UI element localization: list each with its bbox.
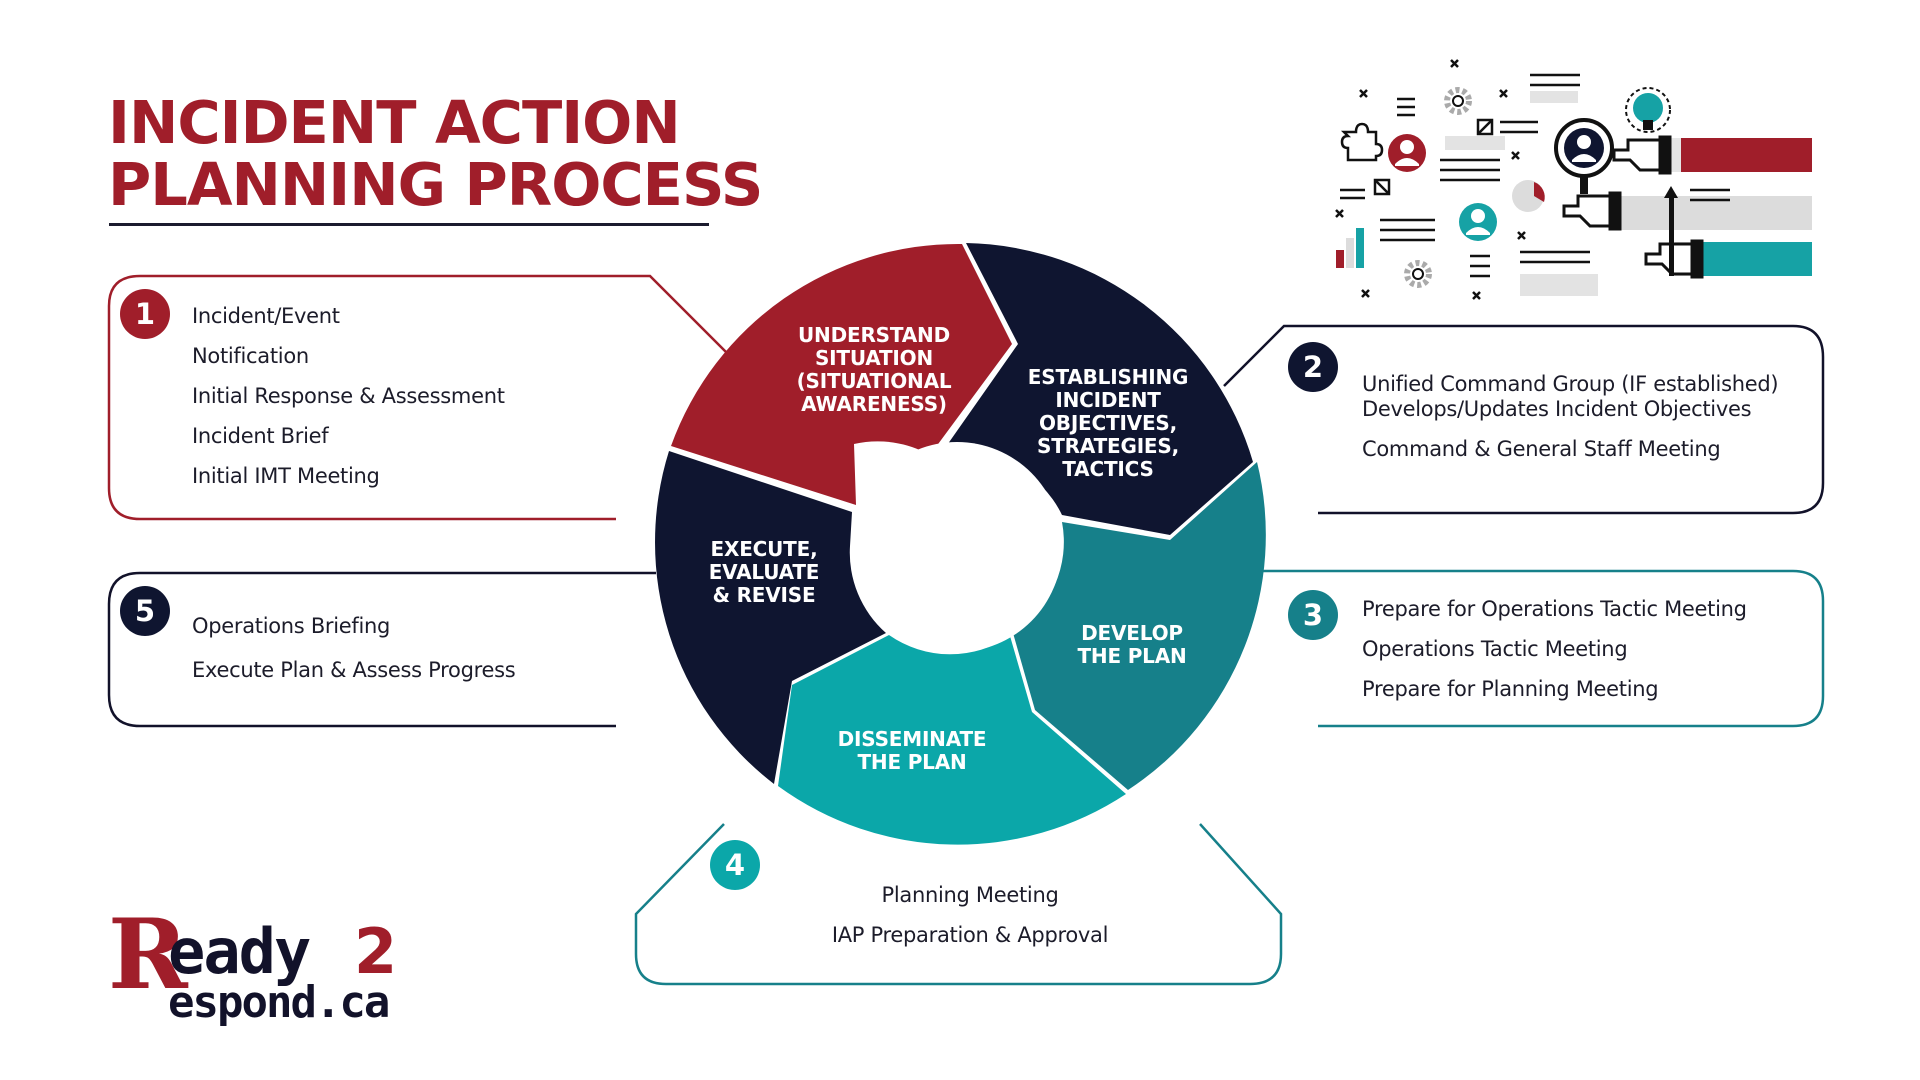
logo-number-2: 2 <box>354 915 398 988</box>
planning-illustration <box>1335 59 1812 300</box>
box-icon <box>1373 118 1494 196</box>
gray-block <box>1445 91 1598 296</box>
wheel-label-execute: EXECUTE, EVALUATE & REVISE <box>644 538 884 607</box>
title-line-1: INCIDENT ACTION <box>108 88 681 157</box>
wheel-label-objectives: ESTABLISHING INCIDENT OBJECTIVES, STRATE… <box>988 366 1228 481</box>
step-4-panel: Planning Meeting IAP Preparation & Appro… <box>770 883 1170 948</box>
wheel-label-line: STRATEGIES, <box>1037 434 1179 458</box>
title-line-2: PLANNING PROCESS <box>108 150 763 219</box>
user-icon <box>1459 203 1497 241</box>
step-1-item: Incident Brief <box>192 424 329 448</box>
step-2-badge: 2 <box>1288 342 1338 392</box>
step-3-badge: 3 <box>1288 590 1338 640</box>
step-2-item: Develops/Updates Incident Objectives <box>1362 397 1752 421</box>
panel-2-outline <box>1223 324 1825 515</box>
ready2respond-logo: R eady 2 espond.ca <box>108 907 418 1028</box>
wheel-label-line: OBJECTIVES, <box>1038 411 1178 435</box>
pie-chart-icon <box>1512 180 1545 212</box>
pencil-icon <box>1664 186 1678 276</box>
wheel-label-line: EVALUATE <box>708 560 820 584</box>
teal-bar <box>1690 242 1812 276</box>
wheel-label-disseminate: DISSEMINATE THE PLAN <box>792 728 1032 774</box>
logo-word-respond: espond.ca <box>168 977 390 1028</box>
step-1-item: Incident/Event <box>192 304 340 328</box>
page-title: INCIDENT ACTION PLANNING PROCESS <box>108 88 763 219</box>
step-1-item: Initial IMT Meeting <box>192 464 380 488</box>
cross-icon <box>1335 59 1526 300</box>
wheel-center <box>852 442 1062 652</box>
panel-4-outline <box>634 823 1283 986</box>
step-4-item: Planning Meeting <box>881 883 1059 907</box>
wheel-segment-execute <box>655 451 886 784</box>
wheel-label-line: DEVELOP <box>1081 621 1183 645</box>
red-bar <box>1680 138 1812 172</box>
lightbulb-icon <box>1625 87 1671 133</box>
gear-icon <box>1444 87 1472 115</box>
wheel-label-line: UNDERSTAND <box>798 323 950 347</box>
step-3-item: Prepare for Planning Meeting <box>1362 677 1659 701</box>
user-icon <box>1388 134 1426 172</box>
step-5-item: Operations Briefing <box>192 614 391 638</box>
step-3-panel: Prepare for Operations Tactic Meeting Op… <box>1362 597 1747 702</box>
step-1-panel: Incident/Event Notification Initial Resp… <box>192 304 505 489</box>
wheel-label-line: (SITUATIONAL <box>796 369 952 393</box>
wheel-label-line: TACTICS <box>1062 457 1154 481</box>
gear-icon <box>1404 260 1432 288</box>
wheel-label-line: EXECUTE, <box>710 537 818 561</box>
wheel-segment-develop <box>1013 462 1266 790</box>
title-underline <box>109 223 709 226</box>
list-icon <box>1340 73 1730 278</box>
wheel-label-develop: DEVELOP THE PLAN <box>1012 622 1252 668</box>
wheel-label-line: ESTABLISHING <box>1027 365 1189 389</box>
wheel-label-line: INCIDENT <box>1055 388 1161 412</box>
step-5-item: Execute Plan & Assess Progress <box>192 658 516 682</box>
step-2-item: Command & General Staff Meeting <box>1362 437 1721 461</box>
panel-3-outline <box>1262 569 1825 728</box>
wheel-label-line: THE PLAN <box>1077 644 1187 668</box>
step-3-item: Prepare for Operations Tactic Meeting <box>1362 597 1747 621</box>
panel-1-outline <box>107 274 731 521</box>
step-5-panel: Operations Briefing Execute Plan & Asses… <box>192 614 516 683</box>
wheel-label-understand: UNDERSTAND SITUATION (SITUATIONAL AWAREN… <box>754 324 994 416</box>
step-1-item: Initial Response & Assessment <box>192 384 505 408</box>
gray-bar <box>1620 196 1812 230</box>
step-2-item: Unified Command Group (IF established) <box>1362 372 1779 396</box>
step-4-badge: 4 <box>710 840 760 890</box>
step-2-panel: Unified Command Group (IF established) D… <box>1362 372 1779 462</box>
panel-5-outline <box>107 571 656 728</box>
pointing-hand-icon <box>1562 191 1622 231</box>
wheel-label-line: DISSEMINATE <box>837 727 987 751</box>
step-4-item: IAP Preparation & Approval <box>831 923 1109 947</box>
step-1-item: Notification <box>192 344 309 368</box>
bar-chart-icon <box>1336 228 1364 268</box>
step-5-badge: 5 <box>120 586 170 636</box>
wheel-label-line: THE PLAN <box>857 750 967 774</box>
logo-letter-r: R <box>108 898 188 1011</box>
process-wheel <box>655 243 1266 845</box>
wheel-label-line: SITUATION <box>814 346 934 370</box>
step-1-badge: 1 <box>120 289 170 339</box>
wheel-label-line: & REVISE <box>712 583 816 607</box>
user-icon <box>1554 118 1614 194</box>
puzzle-icon <box>1340 122 1384 162</box>
pointing-hand-icon <box>1612 135 1672 175</box>
wheel-label-line: AWARENESS) <box>801 392 947 416</box>
logo-word-ready: eady <box>168 915 311 988</box>
step-3-item: Operations Tactic Meeting <box>1362 637 1628 661</box>
wheel-segment-disseminate <box>778 635 1126 845</box>
wheel-segment-understand <box>671 243 1012 505</box>
